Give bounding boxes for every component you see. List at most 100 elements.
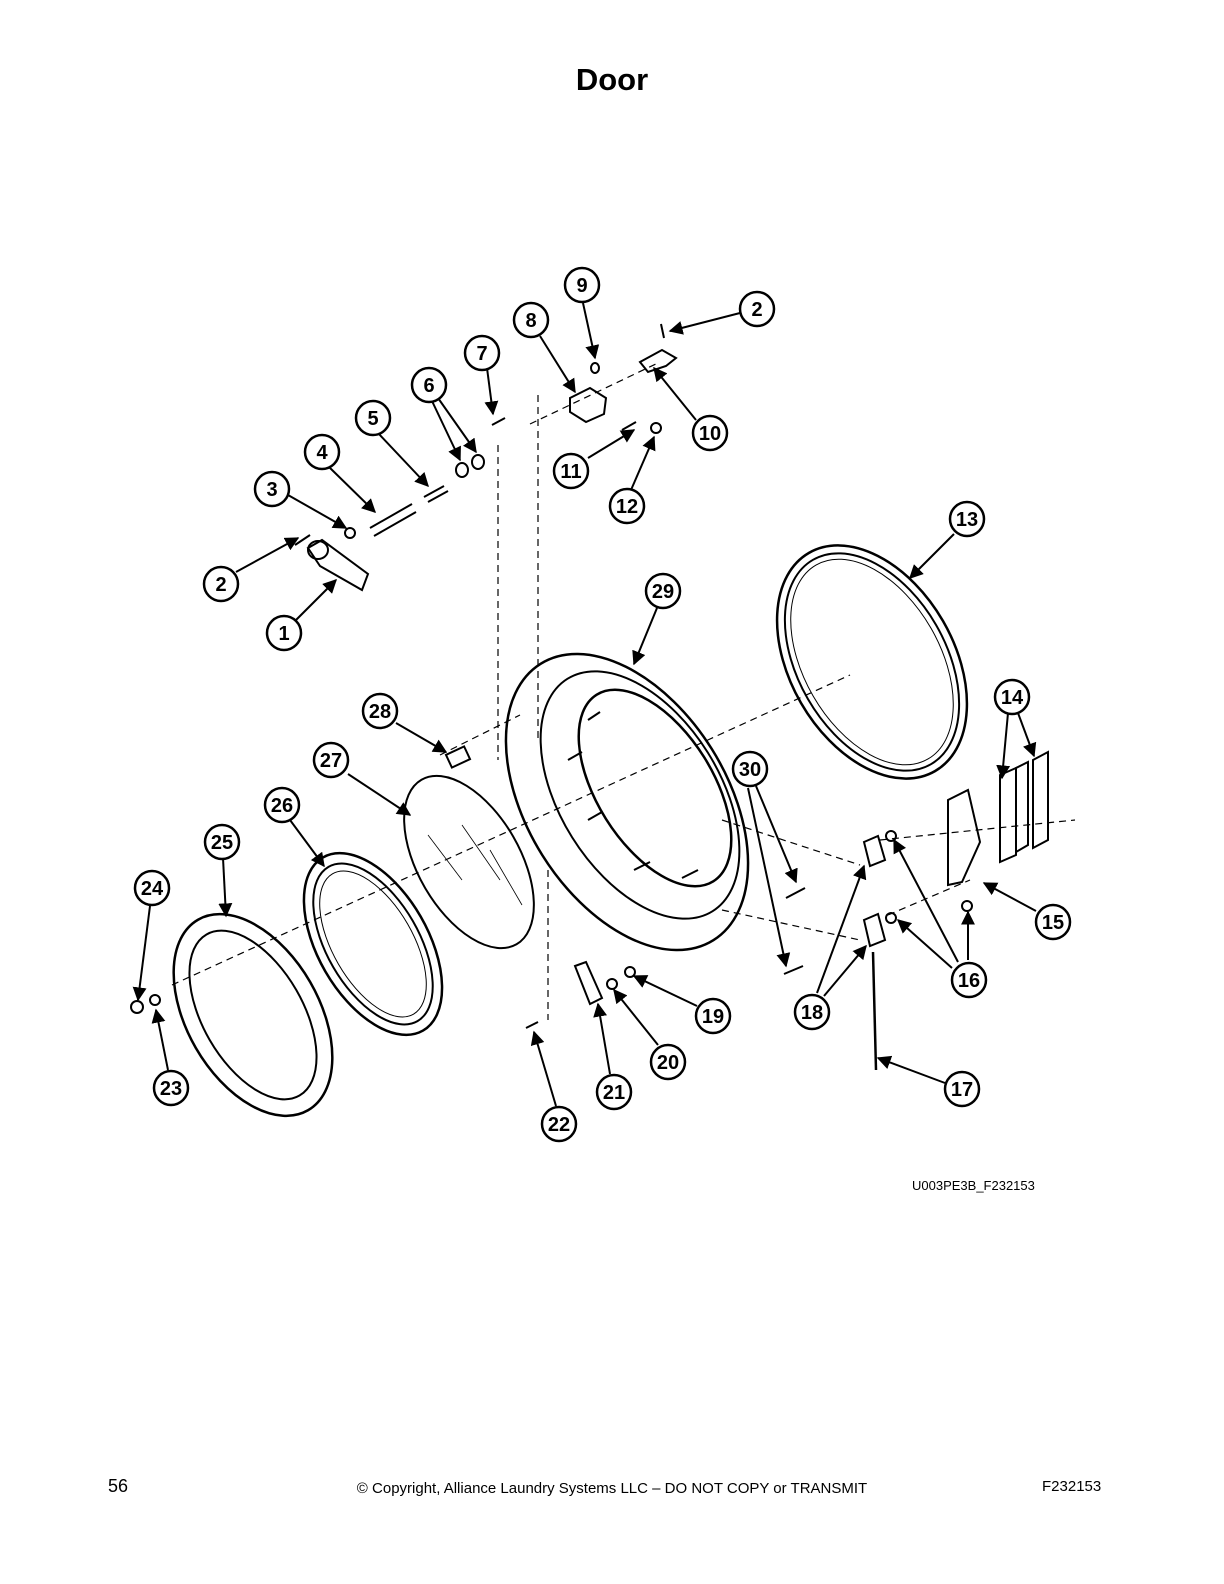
callout-label: 10 — [699, 423, 721, 445]
callout-label: 19 — [702, 1006, 724, 1028]
copyright-notice: © Copyright, Alliance Laundry Systems LL… — [356, 1480, 868, 1497]
leader-16b — [896, 919, 953, 969]
callout-c29: 29 — [644, 572, 682, 610]
leader-4 — [327, 465, 377, 513]
leader-14a — [996, 712, 1011, 780]
callout-circle — [263, 786, 301, 824]
callout-circle — [731, 750, 769, 788]
leader-6b — [437, 397, 477, 454]
callout-c16: 16 — [950, 961, 988, 999]
callout-label: 2 — [215, 574, 226, 596]
callout-label: 9 — [576, 275, 587, 297]
callout-c1: 1 — [265, 614, 303, 652]
callout-c17: 17 — [943, 1070, 981, 1108]
callout-label: 20 — [657, 1052, 679, 1074]
leader-27 — [347, 773, 412, 816]
leader-2-left — [235, 537, 300, 573]
callout-label: 18 — [801, 1002, 823, 1024]
leader-28 — [395, 722, 448, 753]
callout-c10: 10 — [691, 414, 729, 452]
leader-15 — [982, 882, 1037, 912]
callout-label: 22 — [548, 1114, 570, 1136]
callout-circle — [691, 414, 729, 452]
callout-circle — [943, 1070, 981, 1108]
leader-10 — [653, 366, 697, 421]
callout-circle — [361, 692, 399, 730]
callout-label: 2 — [751, 299, 762, 321]
callout-circle — [354, 399, 392, 437]
callout-circle — [203, 823, 241, 861]
callout-circle — [1034, 903, 1072, 941]
callout-label: 29 — [652, 581, 674, 603]
callout-label: 28 — [369, 701, 391, 723]
callout-label: 11 — [560, 461, 581, 483]
callout-c12: 12 — [608, 487, 646, 525]
callout-label: 21 — [603, 1082, 625, 1104]
callout-circle — [253, 470, 291, 508]
leader-18a — [816, 864, 867, 994]
callout-label: 23 — [160, 1078, 182, 1100]
callout-c2a: 2 — [738, 290, 776, 328]
callout-circle — [265, 614, 303, 652]
drawing-id: U003PE3B_F232153 — [912, 1178, 1035, 1193]
leader-18b — [823, 944, 867, 997]
leader-11 — [587, 429, 636, 459]
leader-30b — [747, 787, 791, 968]
callout-circle — [608, 487, 646, 525]
callout-c7: 7 — [463, 334, 501, 372]
callout-circle — [563, 266, 601, 304]
leader-22 — [530, 1030, 557, 1107]
callout-c8: 8 — [512, 301, 550, 339]
callout-c15: 15 — [1034, 903, 1072, 941]
callout-circle — [202, 565, 240, 603]
leader-12 — [630, 435, 656, 491]
leader-2-top — [668, 312, 741, 335]
callout-label: 14 — [1001, 687, 1024, 709]
callout-circle — [950, 961, 988, 999]
leader-9 — [582, 302, 600, 360]
callout-circle — [948, 500, 986, 538]
callout-circle — [133, 869, 171, 907]
door-frame — [504, 652, 750, 952]
callout-c11: 11 — [552, 452, 590, 490]
leader-16a — [893, 838, 959, 963]
callout-circle — [644, 572, 682, 610]
leader-5 — [377, 432, 429, 488]
leader-30a — [755, 785, 798, 884]
leader-1 — [295, 579, 337, 621]
handle-assembly — [294, 417, 506, 592]
callout-c9: 9 — [563, 266, 601, 304]
callout-c22: 22 — [540, 1105, 578, 1143]
door-glass — [403, 774, 535, 950]
callout-label: 13 — [956, 509, 978, 531]
callout-c4: 4 — [303, 433, 341, 471]
callout-circle — [793, 993, 831, 1031]
leader-20 — [613, 988, 659, 1046]
leader-17 — [876, 1055, 946, 1084]
callout-circle — [410, 366, 448, 404]
callout-label: 6 — [423, 375, 434, 397]
callout-label: 16 — [958, 970, 980, 992]
callout-label: 3 — [266, 479, 277, 501]
callout-label: 5 — [367, 408, 378, 430]
callout-circle — [303, 433, 341, 471]
callout-c6: 6 — [410, 366, 448, 404]
leader-21 — [593, 1002, 611, 1075]
callout-c24: 24 — [133, 869, 171, 907]
callout-circle — [552, 452, 590, 490]
callout-label: 8 — [525, 310, 536, 332]
callout-circle — [993, 678, 1031, 716]
document-id: F232153 — [1042, 1478, 1102, 1495]
callout-c27: 27 — [312, 741, 350, 779]
callout-c18: 18 — [793, 993, 831, 1031]
callout-c26: 26 — [263, 786, 301, 824]
door-parts — [130, 323, 1049, 1118]
callout-circle — [312, 741, 350, 779]
callout-c28: 28 — [361, 692, 399, 730]
callout-c25: 25 — [203, 823, 241, 861]
callout-c2b: 2 — [202, 565, 240, 603]
leader-14b — [1017, 712, 1037, 758]
callout-c3: 3 — [253, 470, 291, 508]
callout-label: 15 — [1042, 912, 1064, 934]
callout-c19: 19 — [694, 997, 732, 1035]
